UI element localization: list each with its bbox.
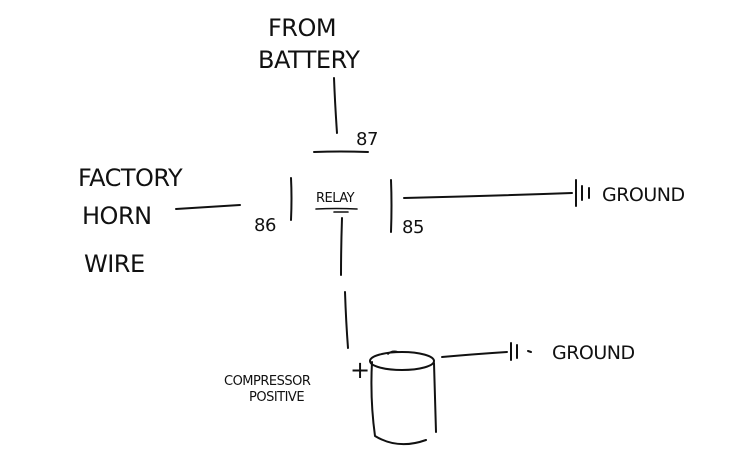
horn-label-line3: WIRE (84, 250, 145, 278)
compressor-plus-sign: + (350, 356, 370, 384)
compressor-ground-wire (441, 351, 508, 358)
relay-ground-wire (403, 192, 573, 199)
pin-86-label: 86 (254, 215, 276, 236)
ground-label-compressor: GROUND (552, 342, 635, 364)
battery-label-line1: FROM (268, 14, 336, 42)
battery-label-line2: BATTERY (258, 46, 360, 74)
compressor-label-line1: COMPRESSOR (224, 374, 311, 389)
horn-label-line1: FACTORY (78, 164, 183, 192)
pin-85-label: 85 (402, 217, 424, 238)
ground-symbol-compressor (510, 342, 532, 361)
horn-wire (175, 204, 241, 210)
pin-87-label: 87 (356, 129, 378, 150)
ground-label-relay: GROUND (602, 184, 685, 206)
compressor-cylinder (369, 350, 437, 446)
relay-compressor-wire-upper (340, 217, 343, 276)
relay-contact-87 (313, 150, 369, 153)
relay-underline (315, 207, 358, 210)
relay-label: RELAY (316, 191, 355, 206)
relay-right-bar (390, 179, 393, 233)
compressor-label-line2: POSITIVE (249, 390, 304, 405)
battery-wire (333, 77, 338, 134)
relay-compressor-wire-lower (344, 291, 349, 349)
relay-left-bar (290, 177, 293, 221)
ground-symbol-relay (575, 179, 590, 207)
horn-label-line2: HORN (82, 202, 152, 230)
